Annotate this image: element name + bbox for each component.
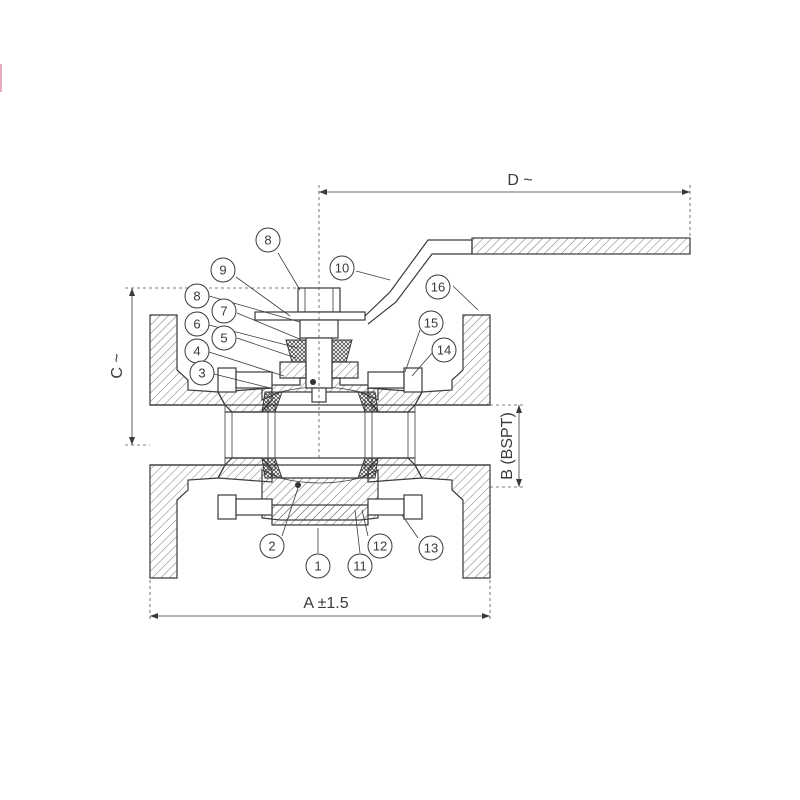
a-arrow-left [150, 613, 158, 619]
callout-2: 2 [259, 533, 285, 559]
bolt-shank-top-left [235, 371, 273, 389]
b-arrow-top [516, 405, 522, 413]
gland-packing-left [285, 339, 307, 363]
c-arrow-bottom [129, 437, 135, 445]
leader-14 [411, 351, 434, 377]
leader-9 [235, 276, 291, 317]
callout-14: 14 [431, 337, 457, 363]
callout-8a: 8 [255, 227, 281, 253]
leader-5 [236, 337, 297, 359]
callout-16: 16 [425, 274, 451, 300]
handle-grip [471, 237, 691, 255]
svg-text:6: 6 [193, 317, 200, 332]
leader-2 [281, 487, 299, 537]
seat-top-right [357, 391, 379, 413]
svg-text:4: 4 [193, 344, 200, 359]
svg-text:8: 8 [264, 233, 271, 248]
handle-arm [364, 239, 473, 325]
bolt-head-bottom-left [217, 494, 237, 520]
a-dimension-label: A ±1.5 [303, 595, 348, 612]
callout-3: 3 [189, 360, 215, 386]
nut-bottom-right [403, 494, 423, 520]
svg-text:10: 10 [335, 261, 349, 276]
callout-15: 15 [418, 310, 444, 336]
leader-4 [208, 351, 285, 377]
seat-bottom-right [357, 457, 379, 479]
bolt-shank-bottom-right [367, 498, 405, 516]
left-flange-lower [149, 464, 227, 579]
valve-body [149, 314, 491, 579]
svg-text:12: 12 [373, 539, 387, 554]
svg-text:11: 11 [353, 559, 367, 574]
dimension-b: B (BSPT) [499, 405, 522, 487]
lever-handle [364, 237, 691, 325]
callout-7: 7 [211, 298, 237, 324]
dimension-d: D ~ [319, 172, 690, 195]
leader-8a [277, 252, 301, 291]
edge-mark [0, 64, 2, 92]
right-flange-lower [413, 464, 491, 579]
callout-10: 10 [329, 255, 355, 281]
svg-text:3: 3 [198, 366, 205, 381]
b-dimension-label: B (BSPT) [499, 412, 516, 480]
leader-3 [213, 373, 271, 389]
seat-oring [295, 482, 301, 488]
callout-9: 9 [210, 257, 236, 283]
leader-15 [404, 329, 421, 373]
c-dimension-label: C ~ [109, 353, 126, 378]
leader-16 [452, 285, 479, 311]
stem-shaft [305, 337, 333, 389]
construction-lines [125, 185, 691, 622]
callout-5: 5 [211, 325, 237, 351]
callout-1: 1 [305, 553, 331, 579]
c-arrow-top [129, 288, 135, 296]
bolt-shank-bottom-left [235, 498, 273, 516]
center-body-base [271, 504, 369, 526]
leader-7 [236, 312, 303, 341]
leader-10 [355, 270, 391, 281]
bolt-head-top-left [217, 367, 237, 393]
svg-text:9: 9 [219, 263, 226, 278]
svg-text:14: 14 [437, 343, 451, 358]
svg-text:5: 5 [220, 331, 227, 346]
svg-text:16: 16 [431, 280, 445, 295]
leader-12 [361, 509, 369, 537]
handle-plate [254, 311, 366, 321]
d-arrow-right [682, 189, 690, 195]
d-arrow-left [319, 189, 327, 195]
callout-11: 11 [347, 553, 373, 579]
ball-seats [261, 391, 379, 488]
svg-text:7: 7 [220, 304, 227, 319]
callout-4: 4 [184, 338, 210, 364]
dimension-c: C ~ [109, 288, 135, 445]
leader-11 [354, 509, 361, 554]
d-dimension-label: D ~ [507, 172, 532, 189]
bolt-shank-top-right [367, 371, 405, 389]
callout-8b: 8 [184, 283, 210, 309]
svg-text:13: 13 [424, 541, 438, 556]
svg-text:1: 1 [314, 559, 321, 574]
callout-12: 12 [367, 533, 393, 559]
callout-6: 6 [184, 311, 210, 337]
seat-top-left [261, 391, 283, 413]
leader-13 [401, 514, 419, 539]
b-arrow-bottom [516, 479, 522, 487]
svg-text:2: 2 [268, 539, 275, 554]
stem-oring [310, 379, 316, 385]
stem-bonnet [279, 361, 359, 379]
a-arrow-right [482, 613, 490, 619]
svg-text:8: 8 [193, 289, 200, 304]
nut-top-right [403, 367, 423, 393]
gland-packing-right [331, 339, 353, 363]
seat-bottom-left [261, 457, 283, 479]
callout-13: 13 [418, 535, 444, 561]
svg-text:15: 15 [424, 316, 438, 331]
dimension-a: A ±1.5 [150, 595, 490, 619]
body-bolts [217, 367, 423, 520]
